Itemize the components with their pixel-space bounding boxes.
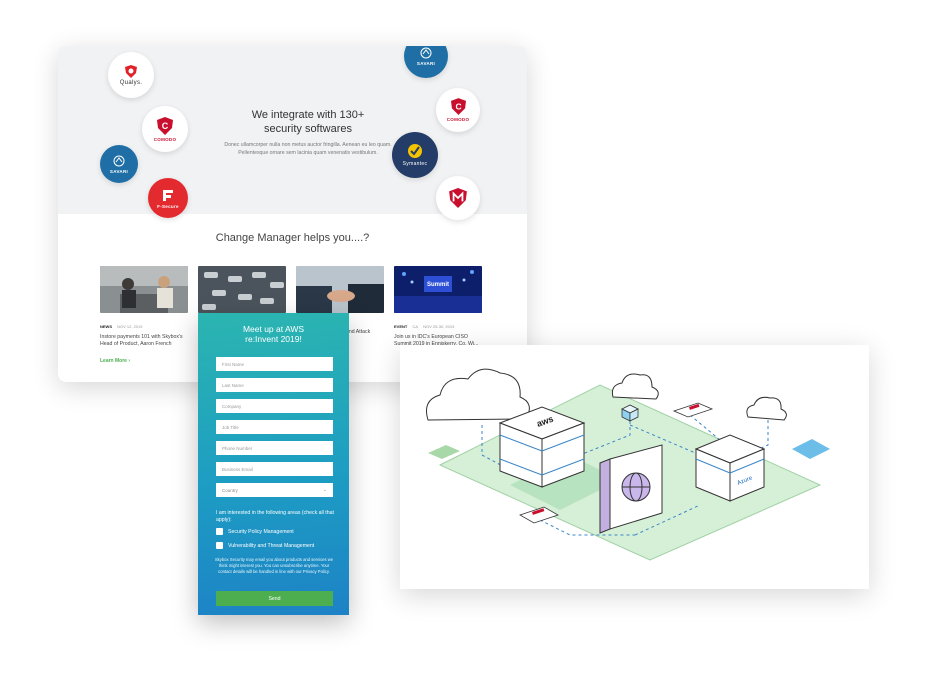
phone-input[interactable] <box>216 441 333 455</box>
comodo-logo-left: C COMODO <box>142 106 188 152</box>
blue-tile-right <box>792 439 830 459</box>
qualys-text: Qualys. <box>119 79 143 86</box>
news-meta-1: NEWS NOV 12, 2019 <box>100 324 188 329</box>
aws-server-cube <box>498 406 586 488</box>
cloud-right-icon <box>746 396 787 421</box>
checkbox-label-vulnerability: Vulnerability and Threat Management <box>228 542 315 549</box>
qualys-logo: Qualys. <box>108 52 154 98</box>
chevron-down-icon: ⌄ <box>322 487 327 493</box>
news-card-2[interactable] <box>198 266 286 318</box>
country-select[interactable]: Country ⌄ <box>216 483 333 497</box>
last-name-input[interactable] <box>216 378 333 392</box>
qualys-shield-icon <box>125 64 137 78</box>
tag-card-bottom <box>519 506 559 524</box>
news-photo-cameras <box>198 266 286 313</box>
comodo-shield-icon: C <box>157 116 173 135</box>
send-button[interactable]: Send <box>216 591 333 606</box>
country-select-label: Country <box>222 487 238 493</box>
small-cube-icon <box>621 404 639 422</box>
cloud-middle-icon <box>611 373 659 400</box>
cloud-illustration-card: aws Azure <box>400 345 869 589</box>
news-photo-summit: Summit <box>394 266 482 313</box>
hero-title: We integrate with 130+ security software… <box>251 109 365 135</box>
fsecure-logo: F-Secure <box>148 178 188 218</box>
news-tag-4: EVENT <box>394 324 408 329</box>
comodo-logo-right: C COMODO <box>436 88 480 132</box>
green-tile-left <box>428 445 460 459</box>
news-meta-4: EVENT CA NOV 25-30, 2019 <box>394 324 482 329</box>
news-location-4: CA <box>412 324 419 329</box>
news-text-4: Join us in IDC's European CISO Summit 20… <box>394 334 479 347</box>
cloud-left-icon <box>426 368 530 421</box>
symantec-text: Symantec <box>402 161 428 167</box>
green-shadow-aws <box>510 455 620 510</box>
integration-page-card: Qualys. C COMODO SAVARI F-Secure We inte… <box>58 46 527 382</box>
dashed-links <box>481 414 769 536</box>
first-name-input[interactable] <box>216 357 333 371</box>
news-card-4[interactable]: Summit EVENT CA NOV 25-30, 2019 Join us … <box>394 266 482 348</box>
signup-form-card: Meet up at AWS re:Invent 2019! Country ⌄… <box>198 313 349 615</box>
form-title: Meet up at AWS re:Invent 2019! <box>242 324 305 344</box>
fsecure-text: F-Secure <box>157 203 179 209</box>
mcafee-logo <box>436 176 480 220</box>
azure-label: Azure <box>737 475 754 487</box>
globe-panel <box>599 444 663 534</box>
news-text-3: and Attack <box>346 329 371 335</box>
symantec-check-icon <box>408 144 422 158</box>
news-photo-office <box>100 266 188 313</box>
tag-card-top <box>672 402 714 418</box>
news-photo-handshake <box>296 266 384 313</box>
checkbox-policy[interactable] <box>216 528 223 535</box>
learn-more-link[interactable]: Learn More › <box>100 358 131 364</box>
news-date-4: NOV 25-30, 2019 <box>423 324 455 329</box>
news-card-1[interactable]: NEWS NOV 12, 2019 Instore payments 101 w… <box>100 266 188 348</box>
job-title-input[interactable] <box>216 420 333 434</box>
interest-label: I am interested in the following areas (… <box>216 510 334 523</box>
fsecure-icon <box>163 189 173 201</box>
azure-server-cube <box>694 434 766 502</box>
savari-icon <box>420 47 432 58</box>
company-input[interactable] <box>216 399 333 413</box>
savari-text-left: SAVARI <box>109 168 129 174</box>
privacy-disclaimer: Skybox Security may email you about prod… <box>214 557 334 574</box>
mcafee-shield-icon <box>449 188 467 208</box>
savari-text-right: SAVARI <box>416 60 436 66</box>
comodo-shield-icon: C <box>450 98 466 115</box>
cloud-network-illustration: aws Azure <box>426 368 830 561</box>
savari-logo-left: SAVARI <box>100 145 138 183</box>
savari-icon <box>113 155 125 166</box>
news-card-3[interactable]: and Attack <box>296 266 384 336</box>
svg-text:Summit: Summit <box>427 282 449 288</box>
news-tag-1: NEWS <box>100 324 112 329</box>
checkbox-row-vulnerability[interactable]: Vulnerability and Threat Management <box>216 542 314 549</box>
checkbox-vulnerability[interactable] <box>216 542 223 549</box>
hero-section: Qualys. C COMODO SAVARI F-Secure We inte… <box>58 46 527 220</box>
news-date-1: NOV 12, 2019 <box>117 324 143 329</box>
checkbox-label-policy: Security Policy Management <box>228 528 294 535</box>
savari-logo-right: SAVARI <box>404 46 448 78</box>
svg-text:C: C <box>455 101 461 111</box>
news-text-1: Instore payments 101 with Skybox's Head … <box>100 334 183 347</box>
checkbox-row-policy[interactable]: Security Policy Management <box>216 528 294 535</box>
svg-text:C: C <box>162 121 169 131</box>
section-title: Change Manager helps you....? <box>215 232 370 244</box>
hero-subtitle: Donec ullamcorper nulla non metus auctor… <box>224 142 392 156</box>
symantec-logo: Symantec <box>392 132 438 178</box>
comodo-text-left: COMODO <box>153 136 177 142</box>
comodo-text-right: COMODO <box>446 117 470 122</box>
email-input[interactable] <box>216 462 333 476</box>
